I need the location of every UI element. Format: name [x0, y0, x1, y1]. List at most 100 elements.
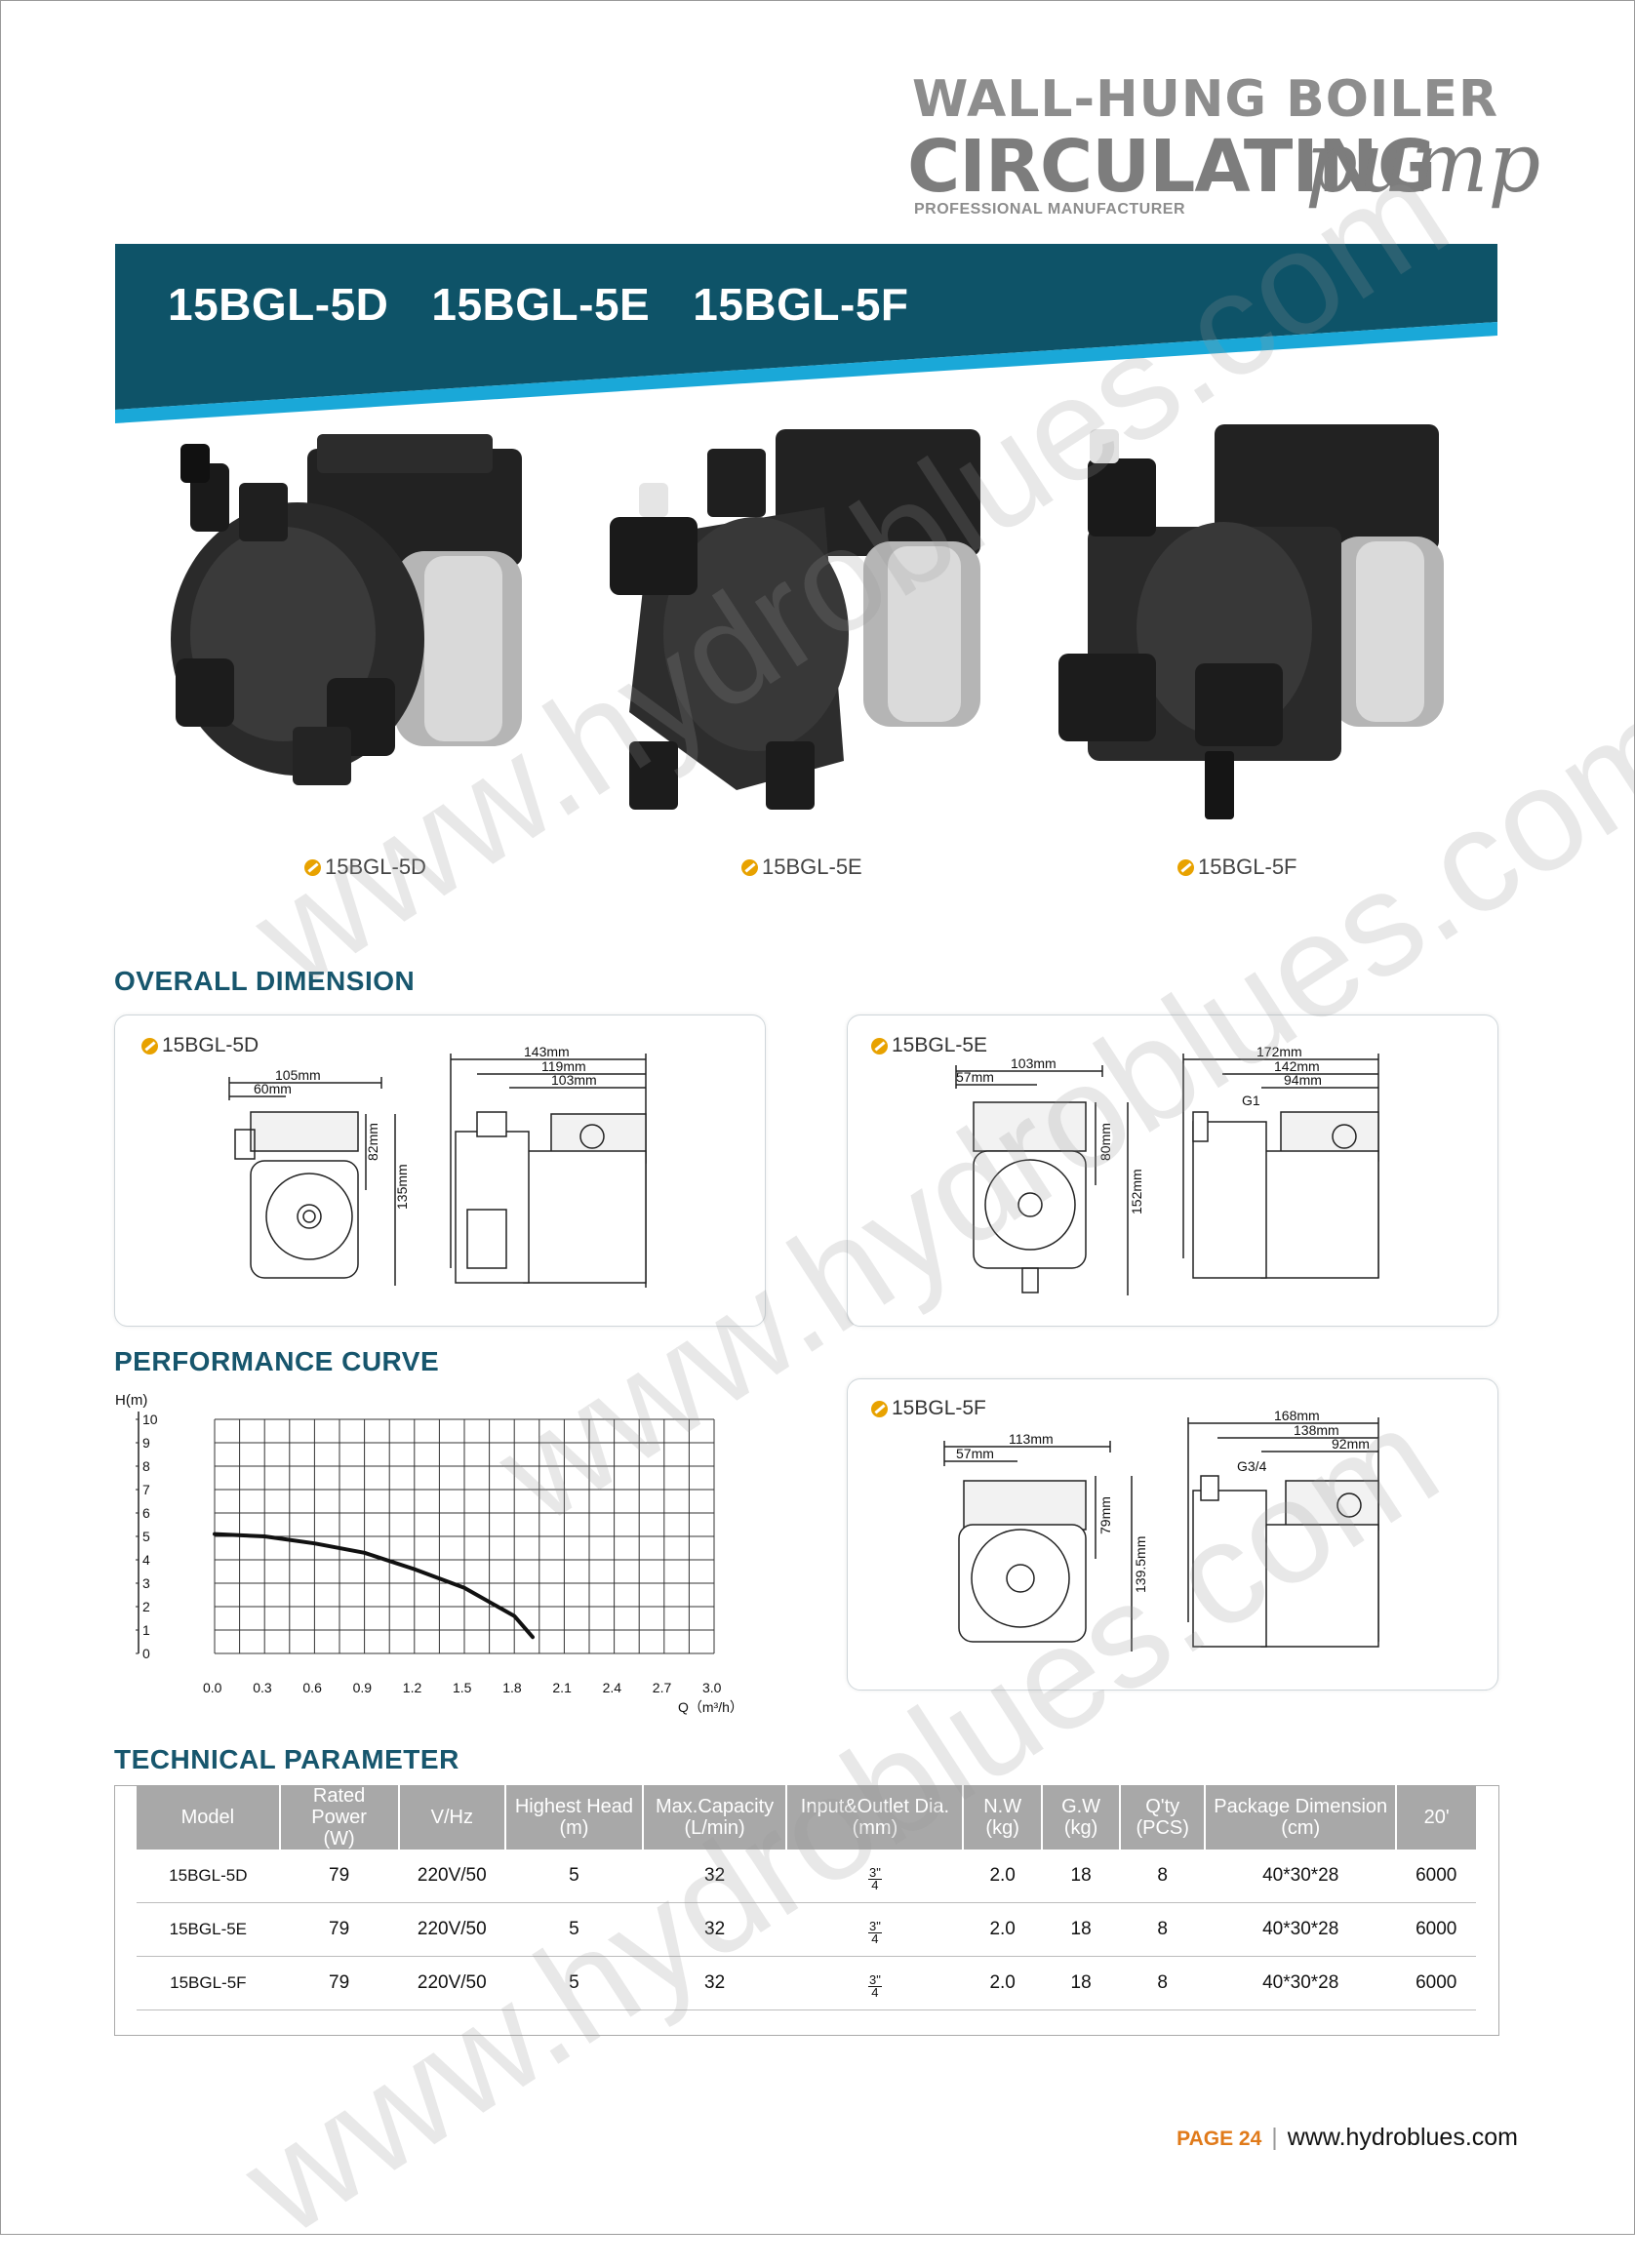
dimension-label-5e: 15BGL-5E: [871, 1034, 987, 1057]
y-tick-label: 8: [142, 1458, 150, 1474]
chart-series: [213, 1532, 535, 1640]
table-header-cell: N.W(kg): [962, 1785, 1042, 1850]
table-cell-c20: 6000: [1396, 1850, 1476, 1903]
x-tick-label: 2.7: [653, 1680, 672, 1695]
table-header-cell: V/Hz: [397, 1785, 506, 1850]
table-cell-pkg: 40*30*28: [1205, 1850, 1397, 1903]
y-tick-label: 5: [142, 1529, 150, 1544]
table-header-cell: Highest Head(m): [504, 1785, 643, 1850]
banner-model: 15BGL-5F: [693, 279, 909, 330]
section-title-performance-curve: PERFORMANCE CURVE: [114, 1346, 440, 1376]
product-label-5f: 15BGL-5F: [1177, 855, 1297, 880]
bullet-icon: [871, 1400, 888, 1417]
x-tick-label: 0.0: [203, 1680, 222, 1695]
table-cell-head: 5: [505, 1956, 643, 2010]
pump-photo-5e: [610, 429, 980, 810]
y-tick-label: 4: [142, 1552, 150, 1568]
y-tick-label: 10: [142, 1412, 158, 1427]
bullet-icon: [1177, 858, 1194, 876]
section-title-overall-dimension: OVERALL DIMENSION: [114, 966, 416, 996]
dimension-box-5f: [847, 1378, 1498, 1691]
section-title-technical-parameter: TECHNICAL PARAMETER: [114, 1744, 459, 1774]
bullet-icon: [871, 1037, 888, 1054]
page-number: PAGE 24: [1176, 2128, 1262, 2150]
x-tick-label: 3.0: [702, 1680, 722, 1695]
performance-curve-line: [213, 1532, 535, 1640]
x-tick-label: 0.3: [253, 1680, 272, 1695]
dim-text: 79mm: [1097, 1496, 1113, 1534]
dim-text: 135mm: [394, 1164, 410, 1210]
table-cell-vhz: 220V/50: [398, 1902, 506, 1957]
table-cell-dia: 3"4: [786, 1956, 964, 2010]
table-header-cell: 20': [1395, 1785, 1476, 1850]
table-cell-dia: 3"4: [786, 1850, 964, 1903]
table-header-cell: Rated Power(W): [278, 1785, 399, 1850]
x-tick-label: 0.6: [302, 1680, 322, 1695]
banner-model: 15BGL-5D: [168, 279, 389, 330]
y-tick-label: 1: [142, 1622, 150, 1638]
y-tick-label: 0: [142, 1646, 150, 1661]
brand-line-2: CIRCULATING: [907, 125, 1437, 209]
table-cell-gw: 18: [1041, 1956, 1121, 2010]
table-cell-head: 5: [505, 1850, 643, 1903]
footer-separator: |: [1271, 2124, 1278, 2151]
y-tick-label: 2: [142, 1599, 150, 1614]
dim-text: 142mm: [1274, 1058, 1320, 1074]
dim-text: G3/4: [1237, 1458, 1267, 1474]
dim-text: 57mm: [956, 1069, 994, 1085]
x-tick-label: 2.4: [603, 1680, 622, 1695]
dimension-drawing-5d: 105mm 60mm 82mm 135mm 143mm 119mm 103mm: [228, 1044, 647, 1288]
dimension-label-5d: 15BGL-5D: [141, 1034, 259, 1057]
dim-text: 138mm: [1294, 1422, 1339, 1438]
x-tick-label: 1.2: [403, 1680, 422, 1695]
dim-text: 103mm: [1011, 1055, 1057, 1071]
y-tick-label: 3: [142, 1575, 150, 1591]
table-header-cell: Input&Outlet Dia.(mm): [785, 1785, 964, 1850]
brand-tagline: PROFESSIONAL MANUFACTURER: [914, 201, 1185, 218]
table-cell-model: 15BGL-5F: [137, 1956, 280, 2010]
x-tick-label: 1.8: [502, 1680, 522, 1695]
bullet-icon: [141, 1037, 158, 1054]
table-cell-qty: 8: [1120, 1850, 1206, 1903]
table-cell-nw: 2.0: [963, 1850, 1042, 1903]
table-cell-vhz: 220V/50: [398, 1850, 506, 1903]
table-header-cell: G.W(kg): [1040, 1785, 1121, 1850]
table-cell-head: 5: [505, 1902, 643, 1957]
dim-text: 139.5mm: [1133, 1536, 1148, 1593]
banner-title: 15BGL-5D 15BGL-5E 15BGL-5F: [168, 278, 952, 331]
dim-text: 172mm: [1256, 1044, 1302, 1059]
pump-photo-5f: [1058, 424, 1444, 819]
footer-url[interactable]: www.hydroblues.com: [1287, 2124, 1518, 2151]
banner-model: 15BGL-5E: [431, 279, 651, 330]
table-cell-dia: 3"4: [786, 1902, 964, 1957]
chart-grid: [214, 1418, 715, 1654]
table-cell-qty: 8: [1120, 1956, 1206, 2010]
page-footer: PAGE 24 | www.hydroblues.com: [1176, 2124, 1518, 2152]
table-cell-vhz: 220V/50: [398, 1956, 506, 2010]
table-cell-gw: 18: [1041, 1850, 1121, 1903]
table-cell-capacity: 32: [642, 1850, 787, 1903]
y-axis-label: H(m): [115, 1392, 147, 1409]
dimension-drawing-5f: 113mm 57mm 79mm 139.5mm 168mm 138mm 92mm…: [943, 1408, 1379, 1651]
dim-text: 152mm: [1129, 1169, 1144, 1214]
table-cell-c20: 6000: [1396, 1902, 1476, 1957]
table-cell-c20: 6000: [1396, 1956, 1476, 2010]
dim-text: G1: [1242, 1093, 1260, 1108]
x-tick-label: 2.1: [552, 1680, 572, 1695]
dimension-label-5f: 15BGL-5F: [871, 1397, 986, 1420]
table-cell-capacity: 32: [642, 1956, 787, 2010]
dim-text: 113mm: [1009, 1431, 1054, 1447]
x-tick-label: 1.5: [453, 1680, 472, 1695]
dim-text: 92mm: [1332, 1436, 1370, 1452]
table-cell-power: 79: [279, 1956, 399, 2010]
product-label-5d: 15BGL-5D: [304, 855, 426, 880]
table-header-cell: Package Dimension(cm): [1204, 1785, 1397, 1850]
dimension-box-5d: [114, 1015, 766, 1327]
table-header-cell: Q'ty(PCS): [1119, 1785, 1206, 1850]
dim-text: 94mm: [1284, 1072, 1322, 1088]
table-cell-qty: 8: [1120, 1902, 1206, 1957]
dim-text: 143mm: [524, 1044, 570, 1059]
